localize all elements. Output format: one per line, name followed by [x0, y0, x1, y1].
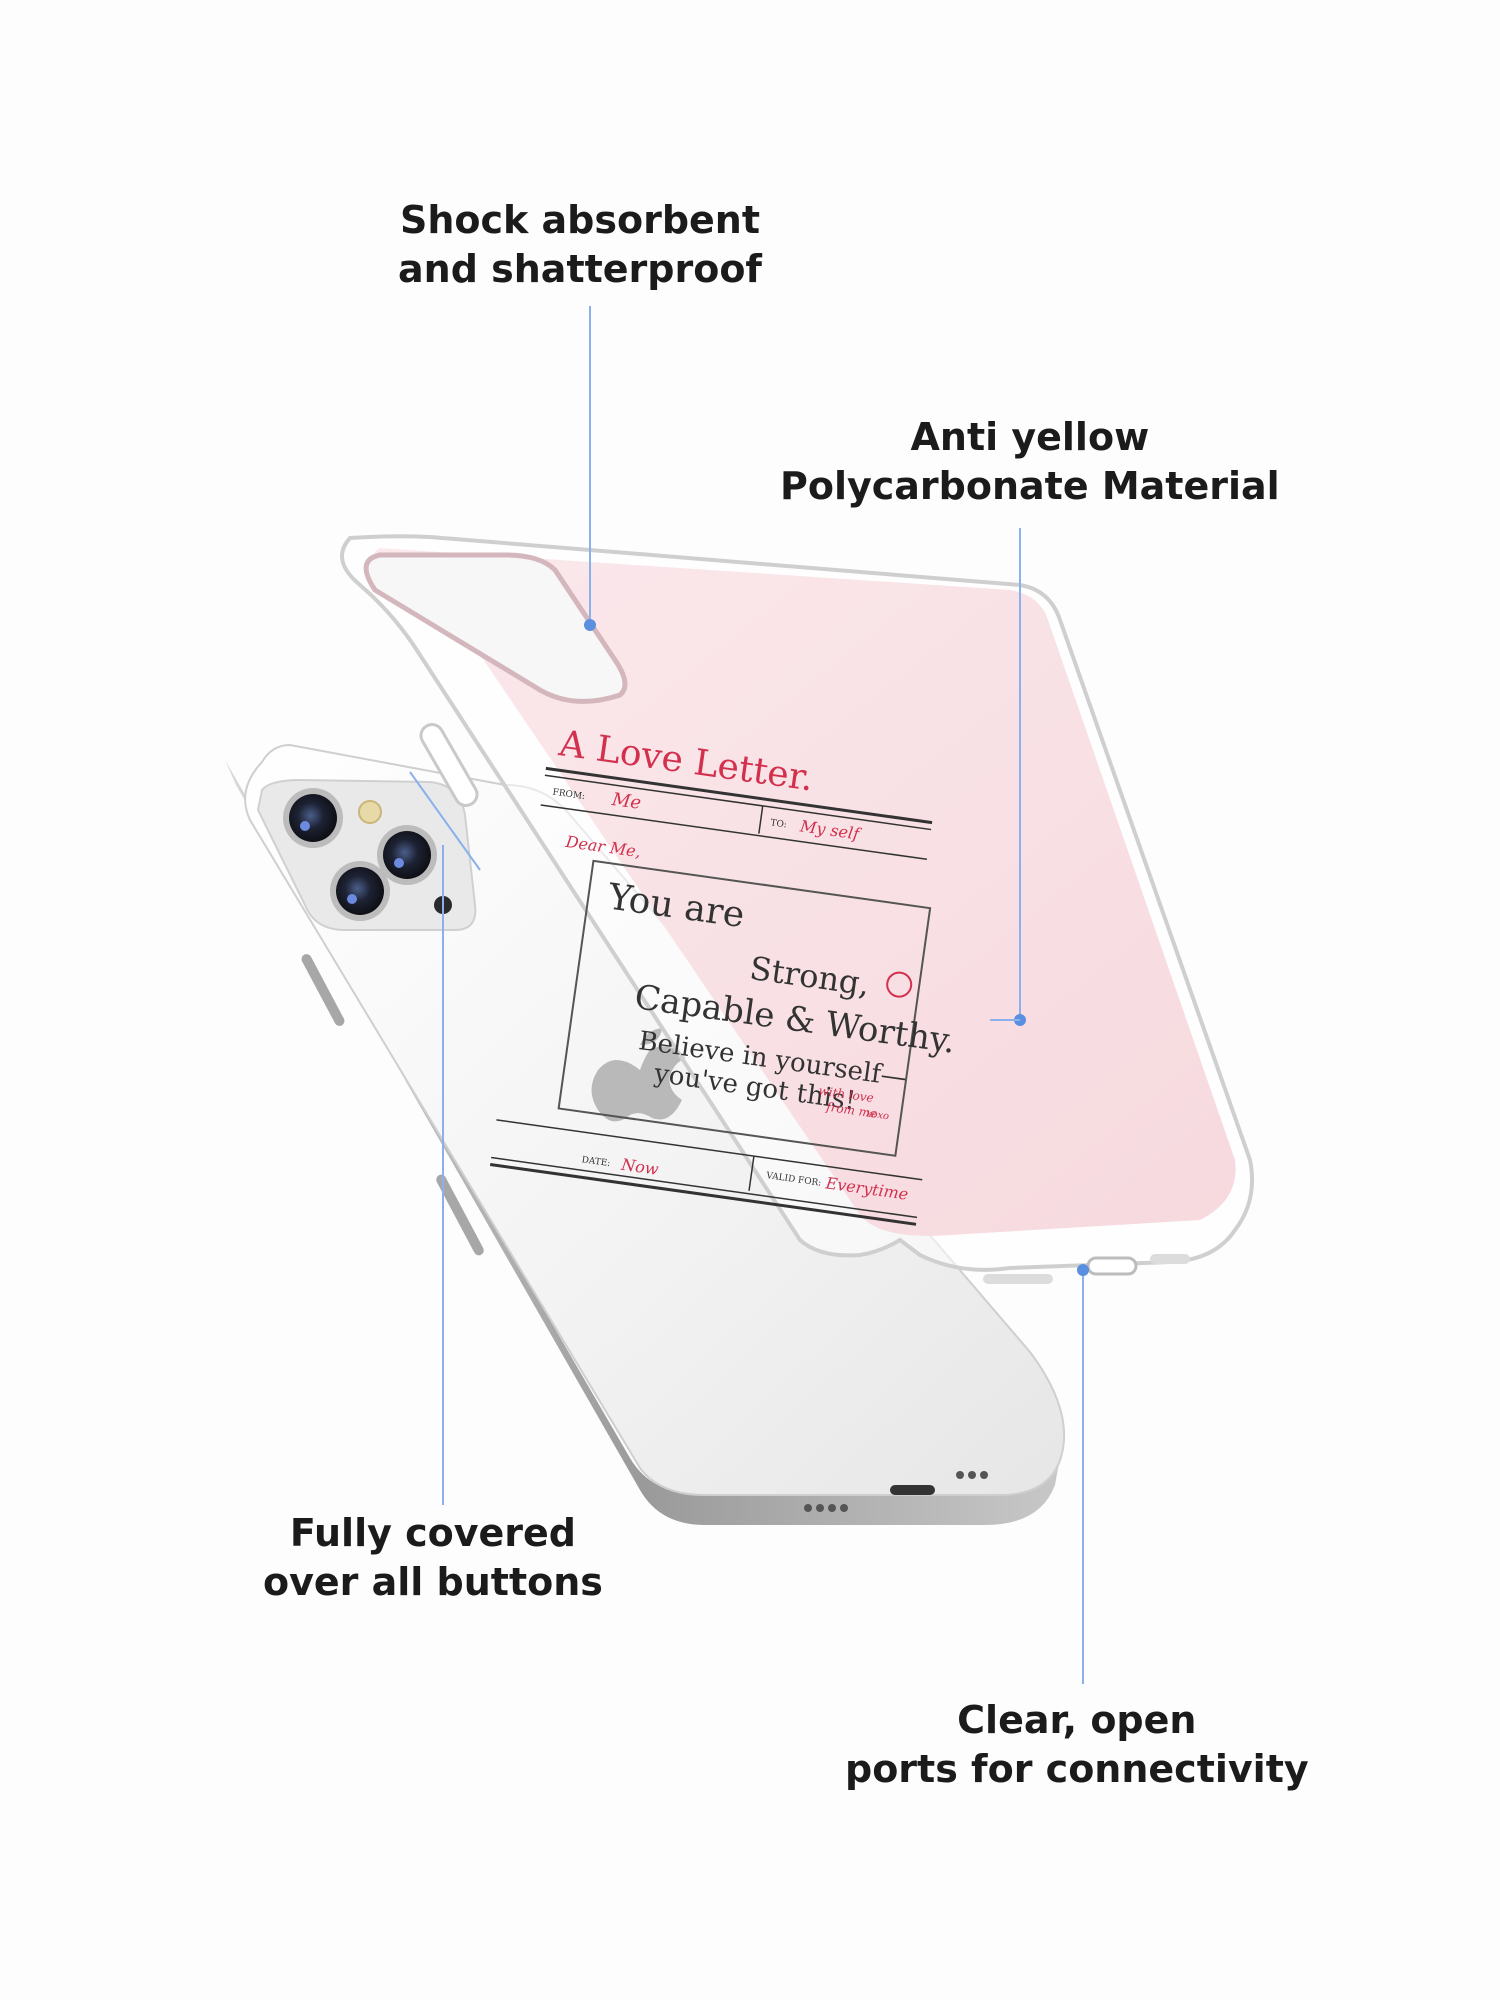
callout-shock-line2: and shatterproof: [398, 247, 762, 291]
design-rule-top-thin: [544, 774, 932, 831]
design-message-box: [557, 859, 932, 1157]
case-camera-cutout: [363, 552, 628, 704]
camera-lens-1: [283, 788, 343, 848]
callout-buttons-line1: Fully covered: [289, 1511, 576, 1555]
camera-lens-3: [330, 861, 390, 921]
callout-buttons-line2: over all buttons: [263, 1560, 603, 1604]
design-from-value: Me: [610, 789, 643, 814]
design-rule-top: [545, 766, 933, 825]
phone-bottom-speaker: [804, 1471, 988, 1512]
callout-shock-absorbent: Shock absorbent and shatterproof: [398, 196, 762, 294]
callout-lines: [409, 306, 1089, 1684]
callout-ports-line2: ports for connectivity: [845, 1747, 1309, 1791]
design-from-label: FROM:: [552, 788, 586, 802]
love-letter-design: A Love Letter. FROM: Me TO: My self Dear…: [489, 723, 958, 1226]
callout-buttons-covered: Fully covered over all buttons: [263, 1509, 603, 1607]
design-to-label: TO:: [770, 818, 788, 830]
camera-flash: [358, 800, 382, 824]
case-bottom-ports: [983, 1254, 1190, 1284]
case-button-cover-1: [419, 723, 479, 807]
phone-side-button-2: [436, 1174, 484, 1256]
callout-open-ports: Clear, open ports for connectivity: [845, 1696, 1309, 1794]
phone: [225, 743, 1066, 1525]
design-signoff-3: xoxo: [865, 1108, 890, 1122]
apple-logo-icon: [591, 1028, 686, 1122]
design-date-label: DATE:: [581, 1155, 611, 1169]
callout-anti-yellow-line1: Anti yellow: [910, 415, 1150, 459]
callout-anti-yellow: Anti yellow Polycarbonate Material: [780, 413, 1280, 511]
phone-charging-port: [890, 1485, 935, 1495]
smiley-icon: [886, 971, 913, 998]
callout-shock-line1: Shock absorbent: [399, 198, 761, 242]
camera-lens-2: [377, 825, 437, 885]
phone-side-button-1: [301, 954, 345, 1026]
callout-ports-line1: Clear, open: [957, 1698, 1197, 1742]
callout-anti-yellow-line2: Polycarbonate Material: [780, 464, 1280, 508]
